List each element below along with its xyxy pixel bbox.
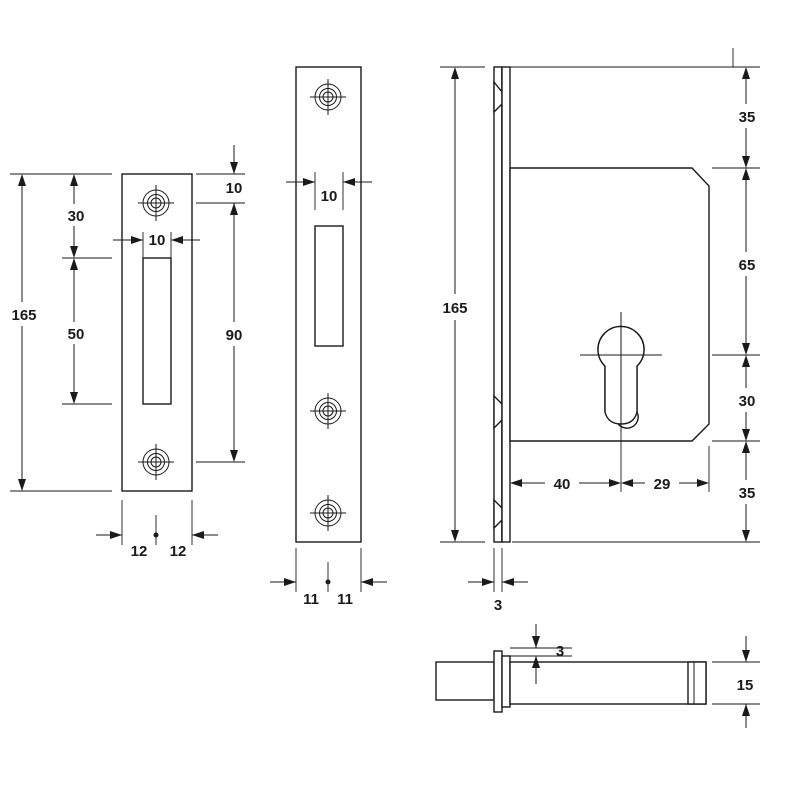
lock-bottom-label: 35 [739, 485, 756, 502]
lock-cylinder-to-lower-label: 30 [739, 393, 756, 410]
strike-plate-slot [142, 257, 172, 405]
lock-top-label: 35 [739, 109, 756, 126]
lock-forend-edge [493, 66, 503, 543]
bolt-body [509, 661, 707, 705]
strike-plate: 165 30 50 10 10 90 [6, 145, 248, 560]
strike-half-width-right-label: 12 [170, 543, 187, 560]
strike-height-label: 165 [11, 307, 36, 324]
forend-slot-width-label: 10 [321, 188, 338, 205]
forend-plate: 10 11 11 [270, 66, 387, 608]
strike-top-to-hole-label: 10 [226, 180, 243, 197]
strike-half-width-left-label: 12 [131, 543, 148, 560]
lock-backset-label: 40 [554, 476, 571, 493]
bolt-throw-label: 3 [556, 643, 564, 660]
bolt-height-label: 15 [737, 677, 754, 694]
lock-forend-thickness-label: 3 [494, 597, 502, 614]
bolt-flange [493, 650, 503, 713]
lock-body: 165 35 65 30 35 40 [436, 48, 761, 614]
bolt-head [435, 661, 495, 701]
forend-bolt-slot [314, 225, 344, 347]
strike-hole-pitch-label: 90 [226, 327, 243, 344]
strike-slot-height-label: 50 [68, 326, 85, 343]
bolt-view: 3 15 [435, 624, 760, 728]
forend-half-width-left-label: 11 [303, 591, 319, 608]
strike-slot-width-label: 10 [149, 232, 166, 249]
lock-case-to-cylinder-label: 65 [739, 257, 756, 274]
lock-case [509, 167, 710, 442]
lock-height-label: 165 [442, 300, 467, 317]
lock-cylinder-to-edge-label: 29 [654, 476, 671, 493]
strike-top-to-slot-label: 30 [68, 208, 85, 225]
forend-half-width-right-label: 11 [337, 591, 353, 608]
